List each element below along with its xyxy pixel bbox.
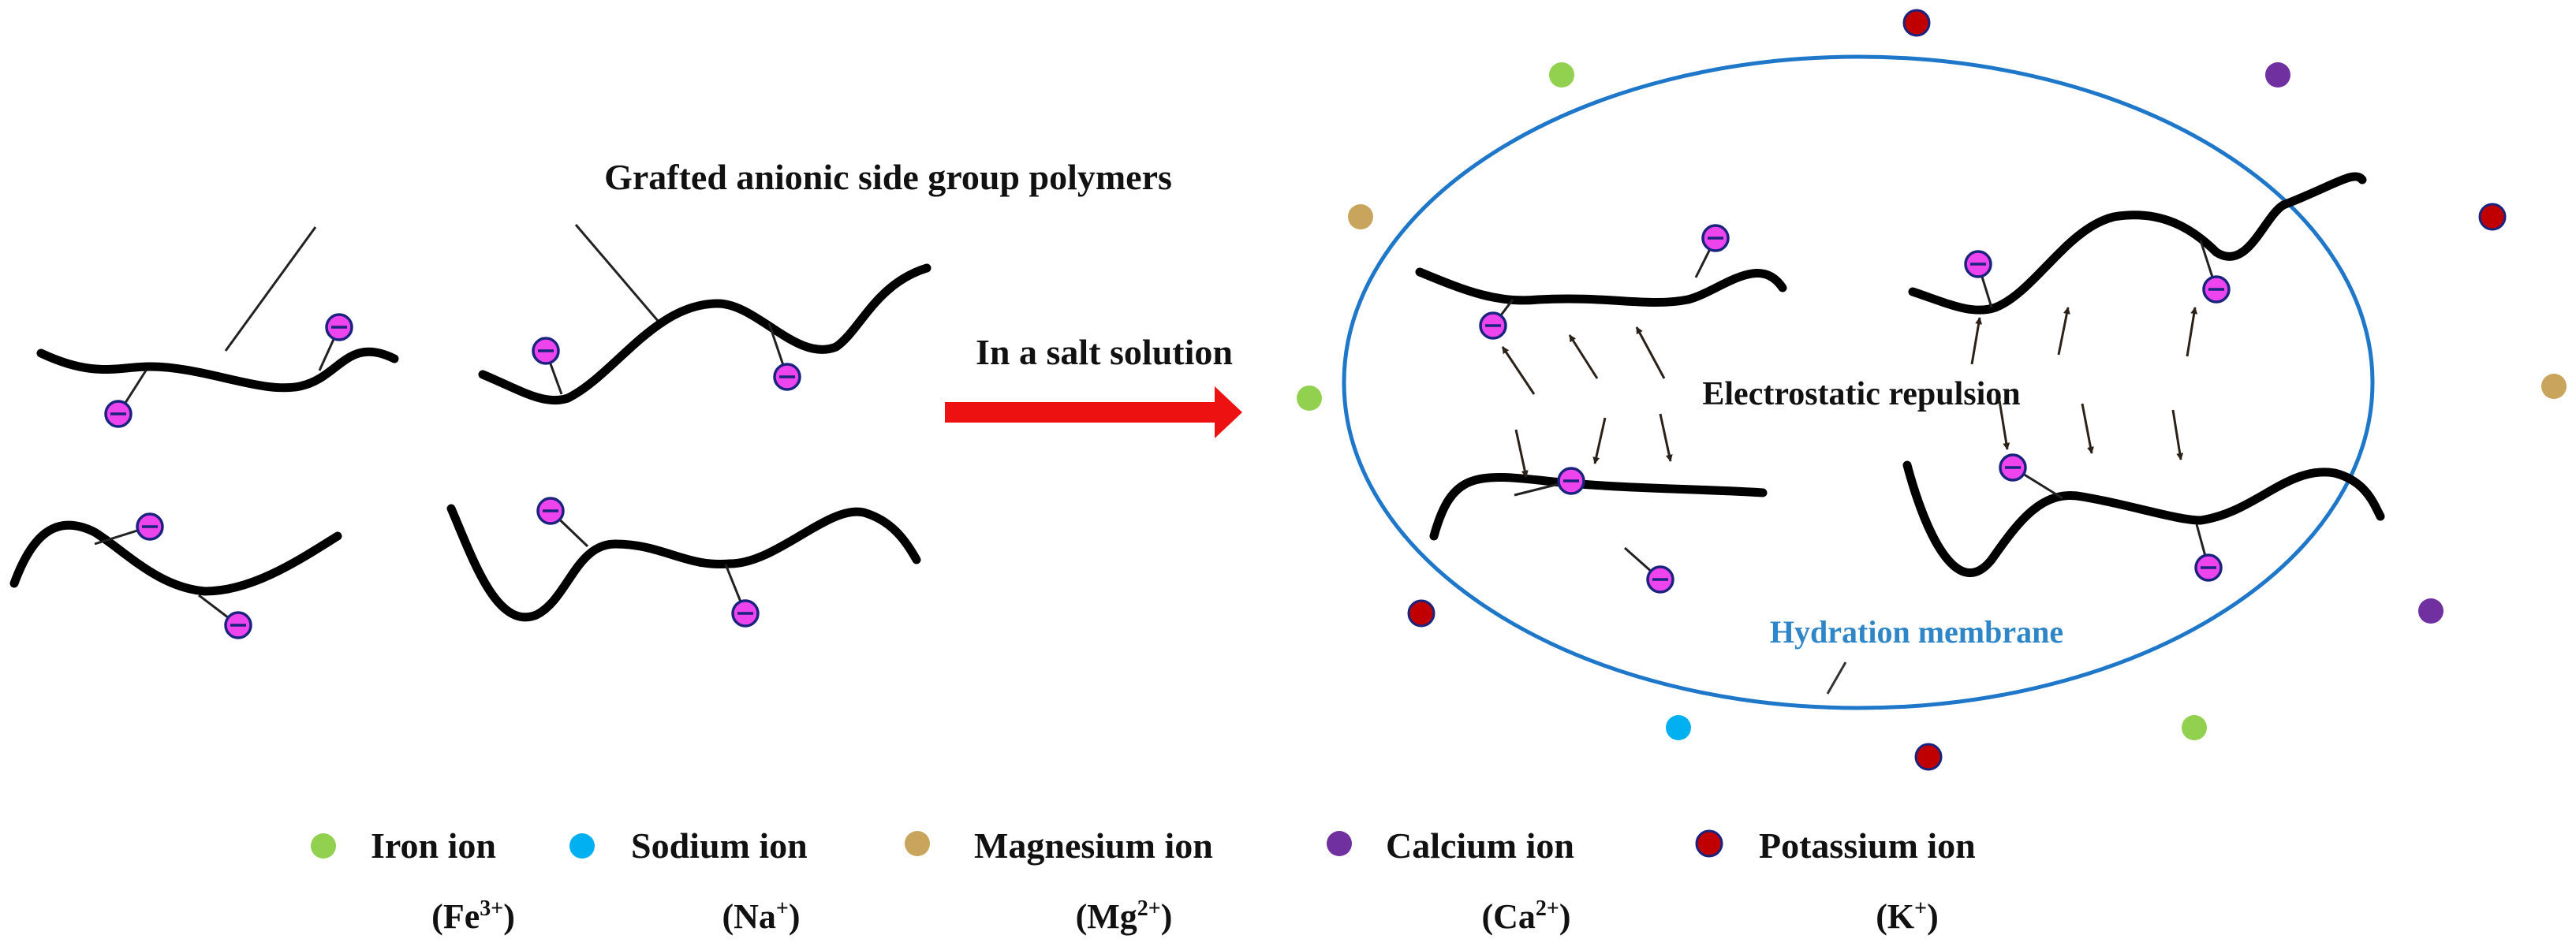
repulsion-label: Electrostatic repulsion — [1702, 376, 2020, 412]
repulsion-arrow-down — [2081, 403, 2094, 454]
legend-item-potassium: Potassium ion (K+) — [1695, 825, 1976, 936]
repulsion-arrow-down — [1514, 429, 1529, 478]
repulsion-arrow-down — [1998, 400, 2010, 450]
calcium-ion-dot — [2265, 62, 2290, 88]
anion-group-6 — [198, 594, 252, 639]
left-polymer-group: Grafted anionic side group polymers — [9, 157, 1172, 639]
legend-item-magnesium: Magnesium ion (Mg2+) — [905, 825, 1213, 936]
anion-group-9 — [1694, 224, 1730, 278]
repulsion-arrow-up — [1970, 317, 1983, 365]
legend-swatch — [1695, 829, 1723, 858]
red-arrow — [945, 386, 1242, 438]
left-polymer-label: Grafted anionic side group polymers — [604, 157, 1172, 197]
polymer-chain-6 — [1429, 472, 1768, 541]
iron-ion-dot — [2182, 715, 2207, 740]
potassium-ion-dot — [2478, 203, 2507, 231]
membrane-label: Hydration membrane — [1770, 614, 2063, 650]
anion-group-16 — [2194, 523, 2223, 582]
anion-group-11 — [1514, 467, 1585, 497]
hydration-membrane-group: Hydration membrane Electrostatic repulsi… — [1342, 54, 2385, 710]
arrow-label: In a salt solution — [976, 332, 1233, 372]
potassium-ion-dot — [1902, 9, 1931, 37]
legend-item-formula: (K+) — [1876, 896, 1939, 936]
repulsion-arrow-up — [1635, 326, 1666, 379]
polymer-chain-4 — [446, 504, 921, 622]
polymer-chain-1 — [36, 347, 399, 393]
repulsion-arrow-down — [1592, 417, 1607, 464]
anion-group-3 — [532, 337, 563, 395]
legend-item-label: Iron ion — [371, 825, 496, 866]
repulsion-arrows — [1501, 307, 2198, 478]
legend-item-formula: (Mg2+) — [1076, 896, 1173, 936]
legend: Iron ion (Fe3+) Sodium ion (Na+) Magnesi… — [311, 825, 1976, 936]
legend-item-label: Sodium ion — [631, 825, 808, 866]
left-label-pointer-2 — [574, 224, 660, 322]
anion-group-12 — [1624, 546, 1674, 594]
legend-item-label: Calcium ion — [1386, 825, 1574, 866]
membrane-label-pointer — [1826, 661, 1847, 695]
anion-group-10 — [1479, 299, 1514, 340]
calcium-ion-dot — [2418, 598, 2443, 624]
legend-item-iron: Iron ion (Fe3+) — [311, 825, 515, 936]
legend-swatch — [311, 833, 336, 859]
magnesium-ion-dot — [2541, 374, 2567, 399]
polymer-chain-8 — [1902, 460, 2385, 577]
anion-group-14 — [2199, 240, 2231, 304]
legend-item-sodium: Sodium ion (Na+) — [569, 825, 808, 936]
legend-swatch — [569, 833, 595, 859]
repulsion-arrow-down — [2171, 409, 2184, 460]
repulsion-arrow-up — [1568, 334, 1599, 379]
anion-group-2 — [318, 313, 353, 371]
anion-group-5 — [94, 512, 164, 546]
anion-group-15 — [1999, 453, 2063, 500]
legend-item-calcium: Calcium ion (Ca2+) — [1327, 825, 1574, 936]
potassium-ion-dot — [1407, 599, 1435, 628]
legend-swatch — [905, 831, 930, 856]
free-ions — [1297, 9, 2567, 771]
repulsion-arrow-up — [1501, 346, 1536, 395]
magnesium-ion-dot — [1348, 204, 1373, 229]
anion-group-1 — [104, 370, 147, 428]
repulsion-arrow-up — [2186, 307, 2198, 357]
anion-group-7 — [536, 497, 589, 548]
legend-item-formula: (Ca2+) — [1481, 896, 1570, 936]
polymer-chain-5 — [1415, 267, 1787, 307]
iron-ion-dot — [1297, 386, 1322, 411]
legend-item-label: Potassium ion — [1759, 825, 1976, 866]
left-label-pointer-1 — [224, 226, 317, 352]
repulsion-arrow-up — [2057, 307, 2070, 356]
legend-swatch — [1327, 831, 1352, 856]
polymer-chain-7 — [1908, 172, 2367, 315]
sodium-ion-dot — [1666, 715, 1691, 740]
anion-group-13 — [1964, 250, 1993, 308]
potassium-ion-dot — [1914, 743, 1943, 771]
polymer-chain-2 — [478, 263, 931, 405]
legend-item-label: Magnesium ion — [974, 825, 1213, 866]
anion-group-4 — [767, 322, 801, 391]
hydration-membrane-ellipse — [1342, 54, 2375, 710]
legend-item-formula: (Fe3+) — [431, 896, 515, 936]
iron-ion-dot — [1549, 62, 1574, 88]
polymer-chain-3 — [9, 520, 342, 596]
process-arrow-group: In a salt solution — [945, 332, 1242, 438]
repulsion-arrow-down — [1659, 413, 1673, 462]
anion-group-8 — [724, 564, 760, 628]
legend-item-formula: (Na+) — [722, 896, 800, 936]
